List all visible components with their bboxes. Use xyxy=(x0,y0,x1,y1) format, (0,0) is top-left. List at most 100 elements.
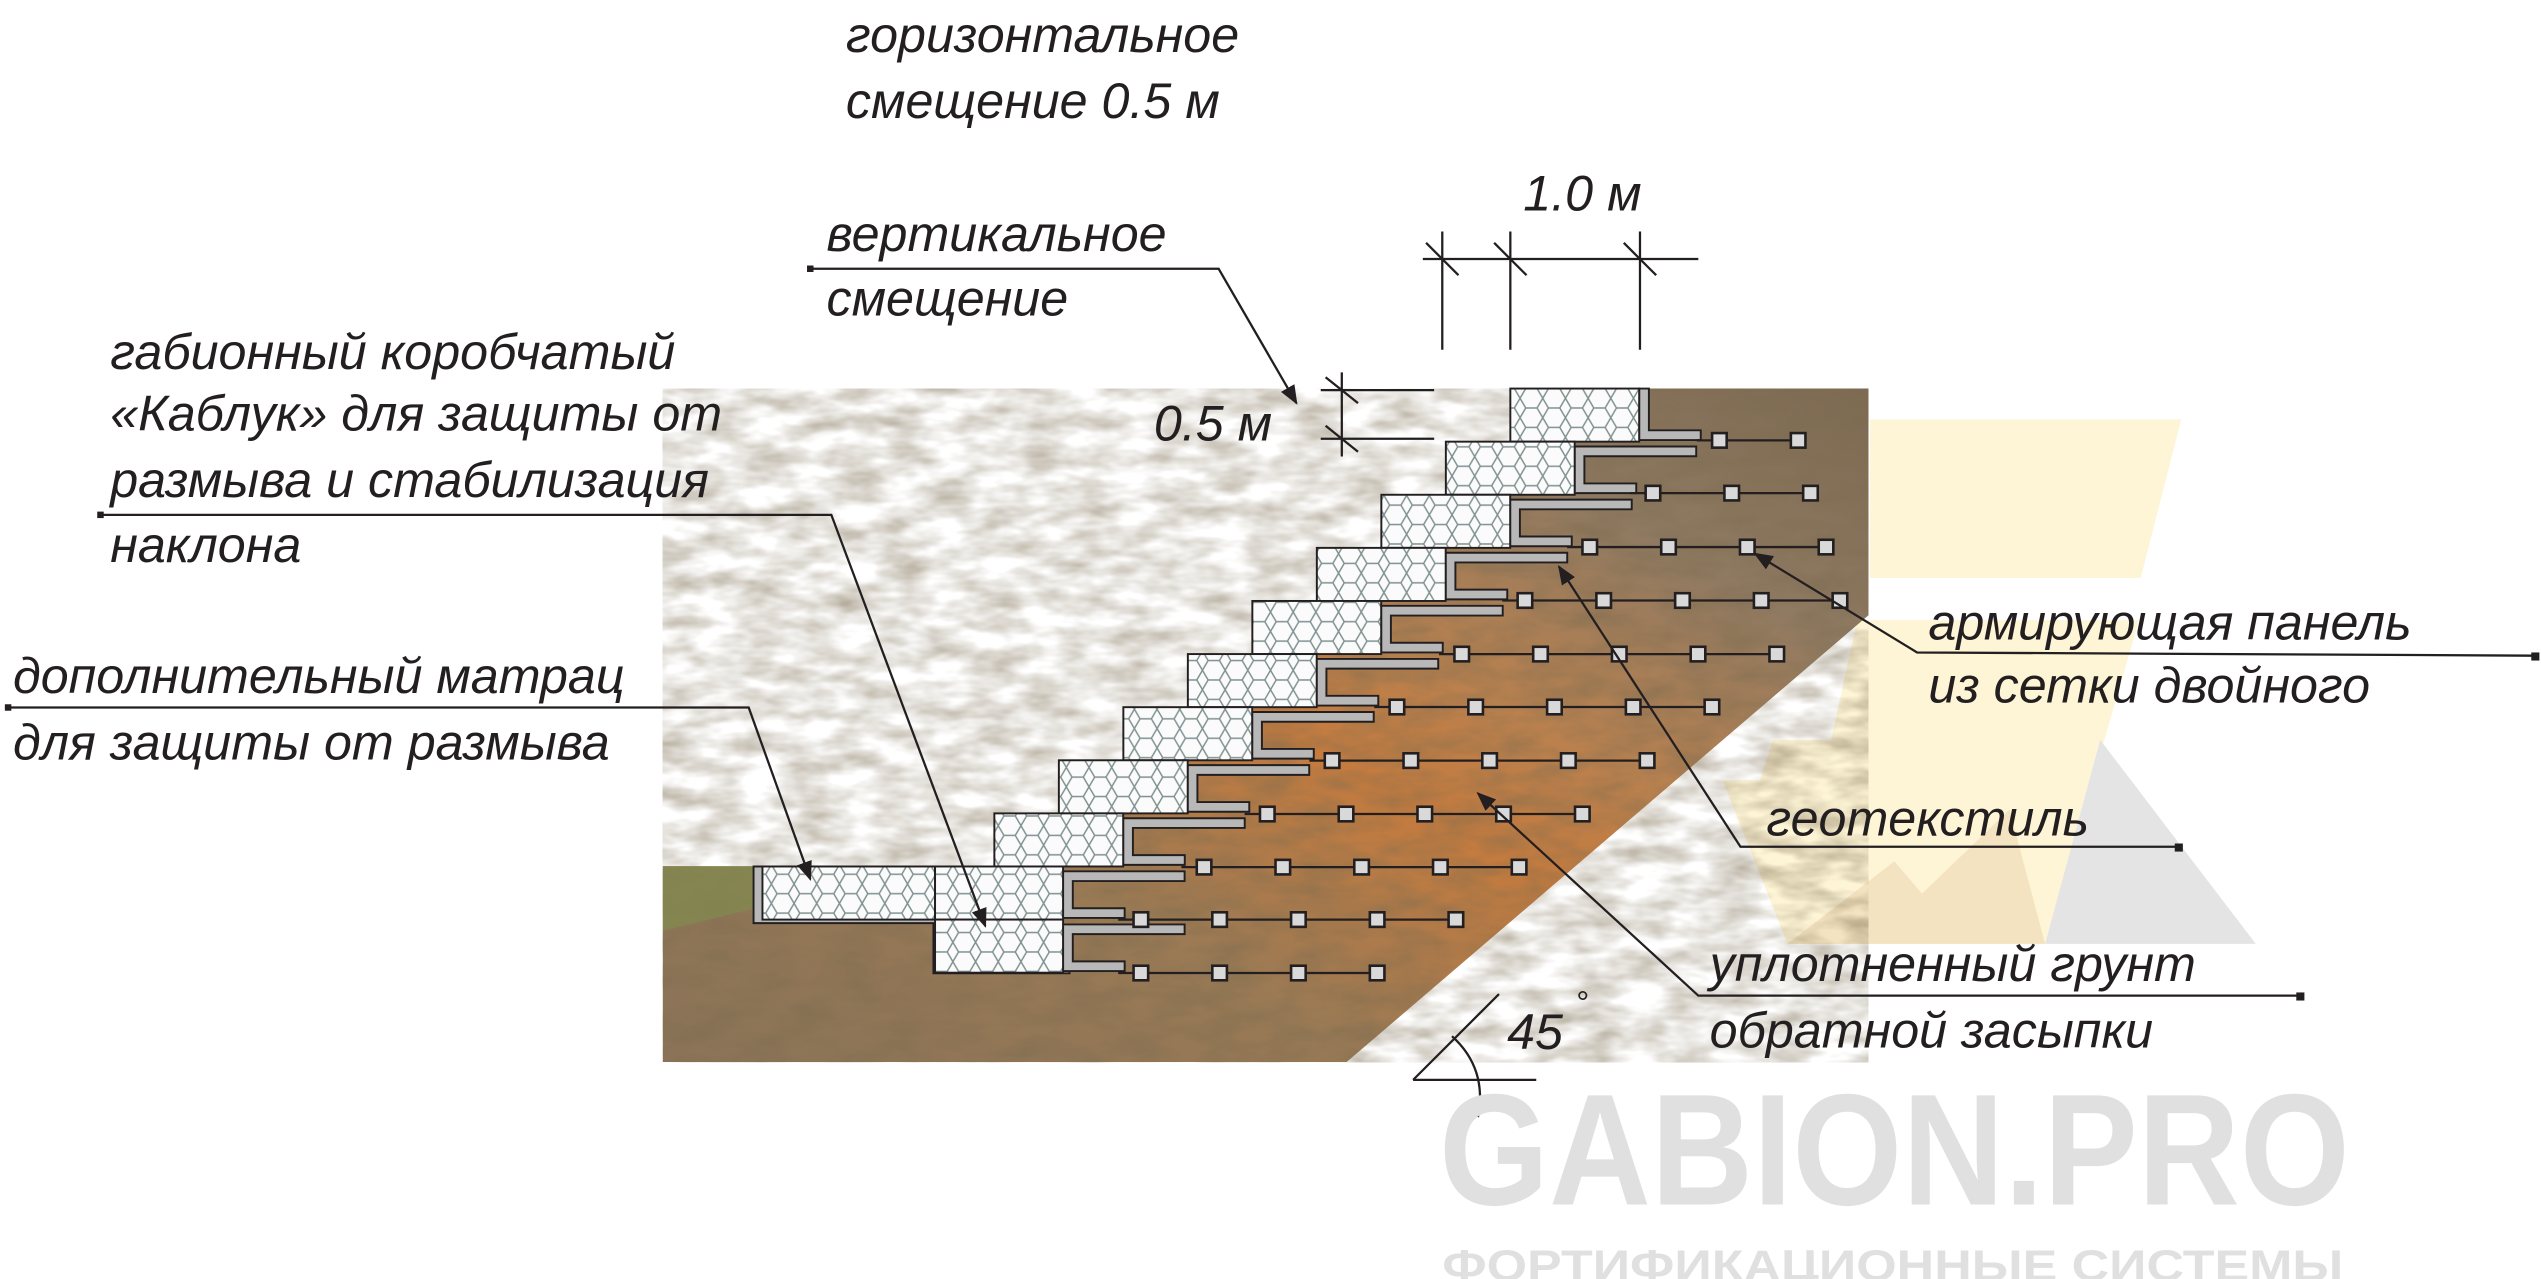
mesh-node xyxy=(1768,645,1786,663)
mesh-node xyxy=(1132,911,1150,929)
reinforcing-panel xyxy=(1181,858,1528,876)
logo-shape-top xyxy=(1870,419,2182,578)
mesh-node xyxy=(1624,698,1642,716)
mesh-node xyxy=(1659,538,1678,556)
mesh-node xyxy=(1368,964,1386,982)
mesh-node xyxy=(1581,538,1599,556)
mesh-node xyxy=(1516,591,1534,610)
mesh-node xyxy=(1402,752,1420,770)
angle-value: 45 xyxy=(1507,1004,1564,1060)
steel-panel xyxy=(1062,870,1186,919)
label-line: смещение 0.5 м xyxy=(846,73,1220,129)
label-line: наклона xyxy=(110,517,301,573)
gabion-box xyxy=(1122,706,1254,762)
reinforcing-panel xyxy=(1309,752,1656,770)
label-line: горизонтальное xyxy=(846,7,1239,63)
mesh-node xyxy=(1689,645,1707,663)
gabion-box xyxy=(1057,759,1189,815)
gabion-box xyxy=(1315,546,1447,602)
gabion-box xyxy=(1509,387,1641,443)
mesh-node xyxy=(1801,484,1820,502)
mesh-node xyxy=(1388,698,1406,716)
mesh-node xyxy=(1494,805,1513,823)
label-line: обратной засыпки xyxy=(1710,1003,2153,1059)
reinforcing-panel xyxy=(1118,911,1465,929)
label-line: «Каблук» для защиты от xyxy=(110,386,722,442)
mesh-node xyxy=(1573,805,1591,823)
gabion-box xyxy=(993,812,1125,868)
mattress-box xyxy=(761,865,937,921)
steel-panel xyxy=(1186,764,1311,813)
gabion-boxes xyxy=(761,387,1641,974)
mesh-node xyxy=(1211,911,1229,929)
mesh-node xyxy=(1453,645,1471,663)
mesh-node xyxy=(1531,645,1550,663)
mesh-node xyxy=(1510,858,1528,876)
geotextile-callout: геотекстиль xyxy=(1557,565,2183,852)
gabion-box xyxy=(1380,493,1512,549)
watermark-brand: GABION.PRO xyxy=(1439,1061,2350,1239)
mesh-node xyxy=(1416,805,1434,823)
label-line: для защиты от размыва xyxy=(13,714,610,770)
mesh-node xyxy=(1352,858,1371,876)
vertical-offset-callout: вертикальное смещение xyxy=(807,206,1298,405)
mesh-node xyxy=(1132,964,1150,982)
label-line: из сетки двойного xyxy=(1928,658,2370,714)
mesh-node xyxy=(1723,484,1741,502)
steel-panel xyxy=(1062,923,1186,973)
grass xyxy=(662,866,762,931)
mesh-node xyxy=(1545,698,1564,716)
reinforcing-panel xyxy=(1374,698,1721,716)
steel-panel xyxy=(1315,657,1440,707)
reinforcing-panels xyxy=(1118,431,1849,982)
mesh-node xyxy=(1323,752,1341,770)
backfill-callout: уплотненный грунт обратной засыпки xyxy=(1476,791,2305,1059)
mesh-node xyxy=(1559,752,1577,770)
mesh-node xyxy=(1752,591,1770,610)
heel-gabion-box xyxy=(934,918,1065,974)
reinforcing-panel xyxy=(1567,538,1835,556)
reinforcing-panel xyxy=(1502,591,1849,610)
height-dimension-label: 0.5 м xyxy=(1154,395,1272,451)
mesh-node xyxy=(1595,591,1613,610)
mesh-node xyxy=(1817,538,1835,556)
gabion-box xyxy=(1251,599,1383,656)
steel-panel xyxy=(1380,604,1504,654)
reinforcing-panel-callout: армирующая панель из сетки двойного xyxy=(1753,552,2540,714)
soil-texture xyxy=(662,388,1869,1063)
mesh-node xyxy=(1644,484,1662,502)
label-line: уплотненный грунт xyxy=(1707,936,2196,992)
mesh-node xyxy=(1368,911,1386,929)
logo-background xyxy=(1722,419,2256,944)
mesh-node xyxy=(1211,964,1229,982)
reinforcing-panel xyxy=(1244,805,1591,823)
mesh-node xyxy=(1481,752,1499,770)
height-dimension: 0.5 м xyxy=(1154,372,1435,457)
label-line: смещение xyxy=(826,271,1068,327)
mesh-node xyxy=(1673,591,1692,610)
steel-panel xyxy=(1509,498,1633,548)
label-line: дополнительный матрац xyxy=(13,648,625,704)
reinforcing-panel xyxy=(1118,964,1386,982)
mesh-node xyxy=(1289,964,1307,982)
steel-panel xyxy=(1251,711,1375,760)
mesh-node xyxy=(1710,431,1728,449)
gabion-box xyxy=(1444,440,1576,496)
label-line: размыва и стабилизация xyxy=(108,452,709,508)
mesh-node xyxy=(1738,538,1756,556)
heel-gabion-callout: габионный коробчатый «Каблук» для защиты… xyxy=(97,324,987,928)
steel-panel xyxy=(1122,817,1246,866)
steel-panel xyxy=(1444,551,1569,601)
slope-angle: 45 ° xyxy=(1412,984,1588,1118)
mesh-node xyxy=(1274,858,1292,876)
watermark-tagline: ФОРТИФИКАЦИОННЫЕ СИСТЕМЫ xyxy=(1442,1242,2343,1279)
mesh-node xyxy=(1195,858,1213,876)
width-dimension-label: 1.0 м xyxy=(1523,165,1641,221)
mesh-node xyxy=(1638,752,1656,770)
label-line: армирующая панель xyxy=(1928,595,2411,651)
mesh-node xyxy=(1447,911,1465,929)
label-line: габионный коробчатый xyxy=(110,324,675,380)
watermark: GABION.PRO ФОРТИФИКАЦИОННЫЕ СИСТЕМЫ xyxy=(1439,1061,2350,1279)
reinforcing-panel xyxy=(1630,484,1820,502)
label-line: геотекстиль xyxy=(1766,790,2089,846)
